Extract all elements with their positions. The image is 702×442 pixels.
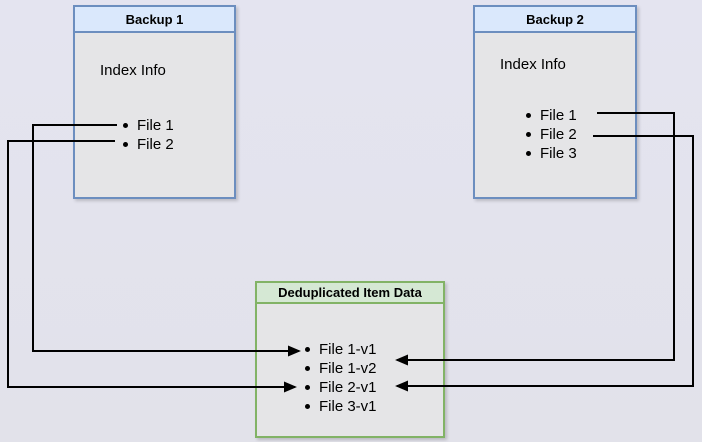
backup1-file-list: File 1 File 2 <box>123 116 174 154</box>
list-item: File 1-v1 <box>305 340 377 359</box>
backup2-box: Backup 2 Index Info File 1 File 2 File 3 <box>473 5 637 199</box>
backup1-index-info-label: Index Info <box>100 62 166 79</box>
dedup-title: Deduplicated Item Data <box>278 285 422 300</box>
list-item: File 2 <box>123 135 174 154</box>
list-item: File 1 <box>123 116 174 135</box>
list-item: File 1 <box>526 106 577 125</box>
backup2-file-list: File 1 File 2 File 3 <box>526 106 577 163</box>
dedup-header: Deduplicated Item Data <box>257 283 443 304</box>
backup1-box: Backup 1 Index Info File 1 File 2 <box>73 5 236 199</box>
backup1-title: Backup 1 <box>125 11 184 27</box>
backup2-title: Backup 2 <box>526 11 584 27</box>
backup2-header: Backup 2 <box>475 7 635 33</box>
list-item: File 1-v2 <box>305 359 377 378</box>
backup1-header: Backup 1 <box>75 7 234 33</box>
backup2-index-info-label: Index Info <box>500 56 566 73</box>
dedup-file-list: File 1-v1 File 1-v2 File 2-v1 File 3-v1 <box>305 340 377 416</box>
list-item: File 2 <box>526 125 577 144</box>
list-item: File 2-v1 <box>305 378 377 397</box>
list-item: File 3 <box>526 144 577 163</box>
list-item: File 3-v1 <box>305 397 377 416</box>
deduplicated-item-data-box: Deduplicated Item Data File 1-v1 File 1-… <box>255 281 445 438</box>
